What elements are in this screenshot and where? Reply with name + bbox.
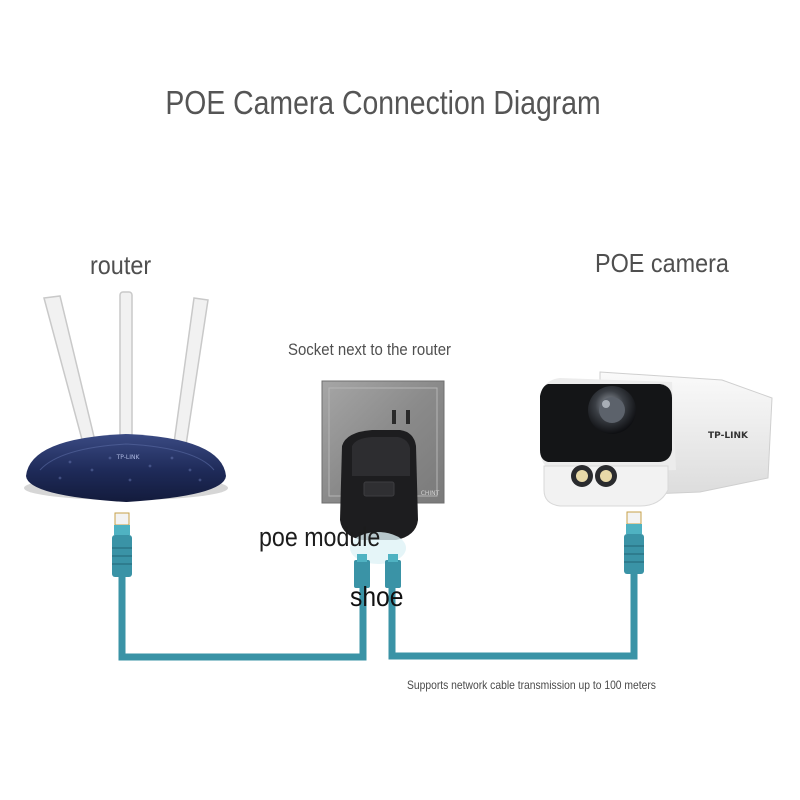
cable-router-to-poe: [118, 575, 367, 661]
camera-brand-mark: TP-LINK: [708, 431, 749, 441]
router-icon: TP-LINK: [24, 291, 228, 502]
shoe-connector: [350, 532, 406, 588]
socket-label: Socket next to the router: [288, 340, 451, 359]
router-label: router: [90, 250, 152, 280]
rj45-plug-icon: [112, 512, 132, 577]
page-title: POE Camera Connection Diagram: [165, 84, 601, 121]
shoe-label: shoe: [350, 581, 404, 612]
cable-distance-note: Supports network cable transmission up t…: [407, 678, 656, 692]
rj45-plug-icon: [624, 511, 644, 574]
socket-brand-mark: CHINT: [421, 490, 440, 497]
router-brand-mark: TP-LINK: [116, 454, 141, 461]
poe-camera-icon: TP-LINK: [540, 371, 773, 507]
poe-camera-label: POE camera: [595, 248, 729, 278]
poe-module-label: poe module: [259, 522, 381, 552]
poe-module-icon: [340, 430, 418, 540]
cable-poe-to-camera: [388, 572, 638, 660]
